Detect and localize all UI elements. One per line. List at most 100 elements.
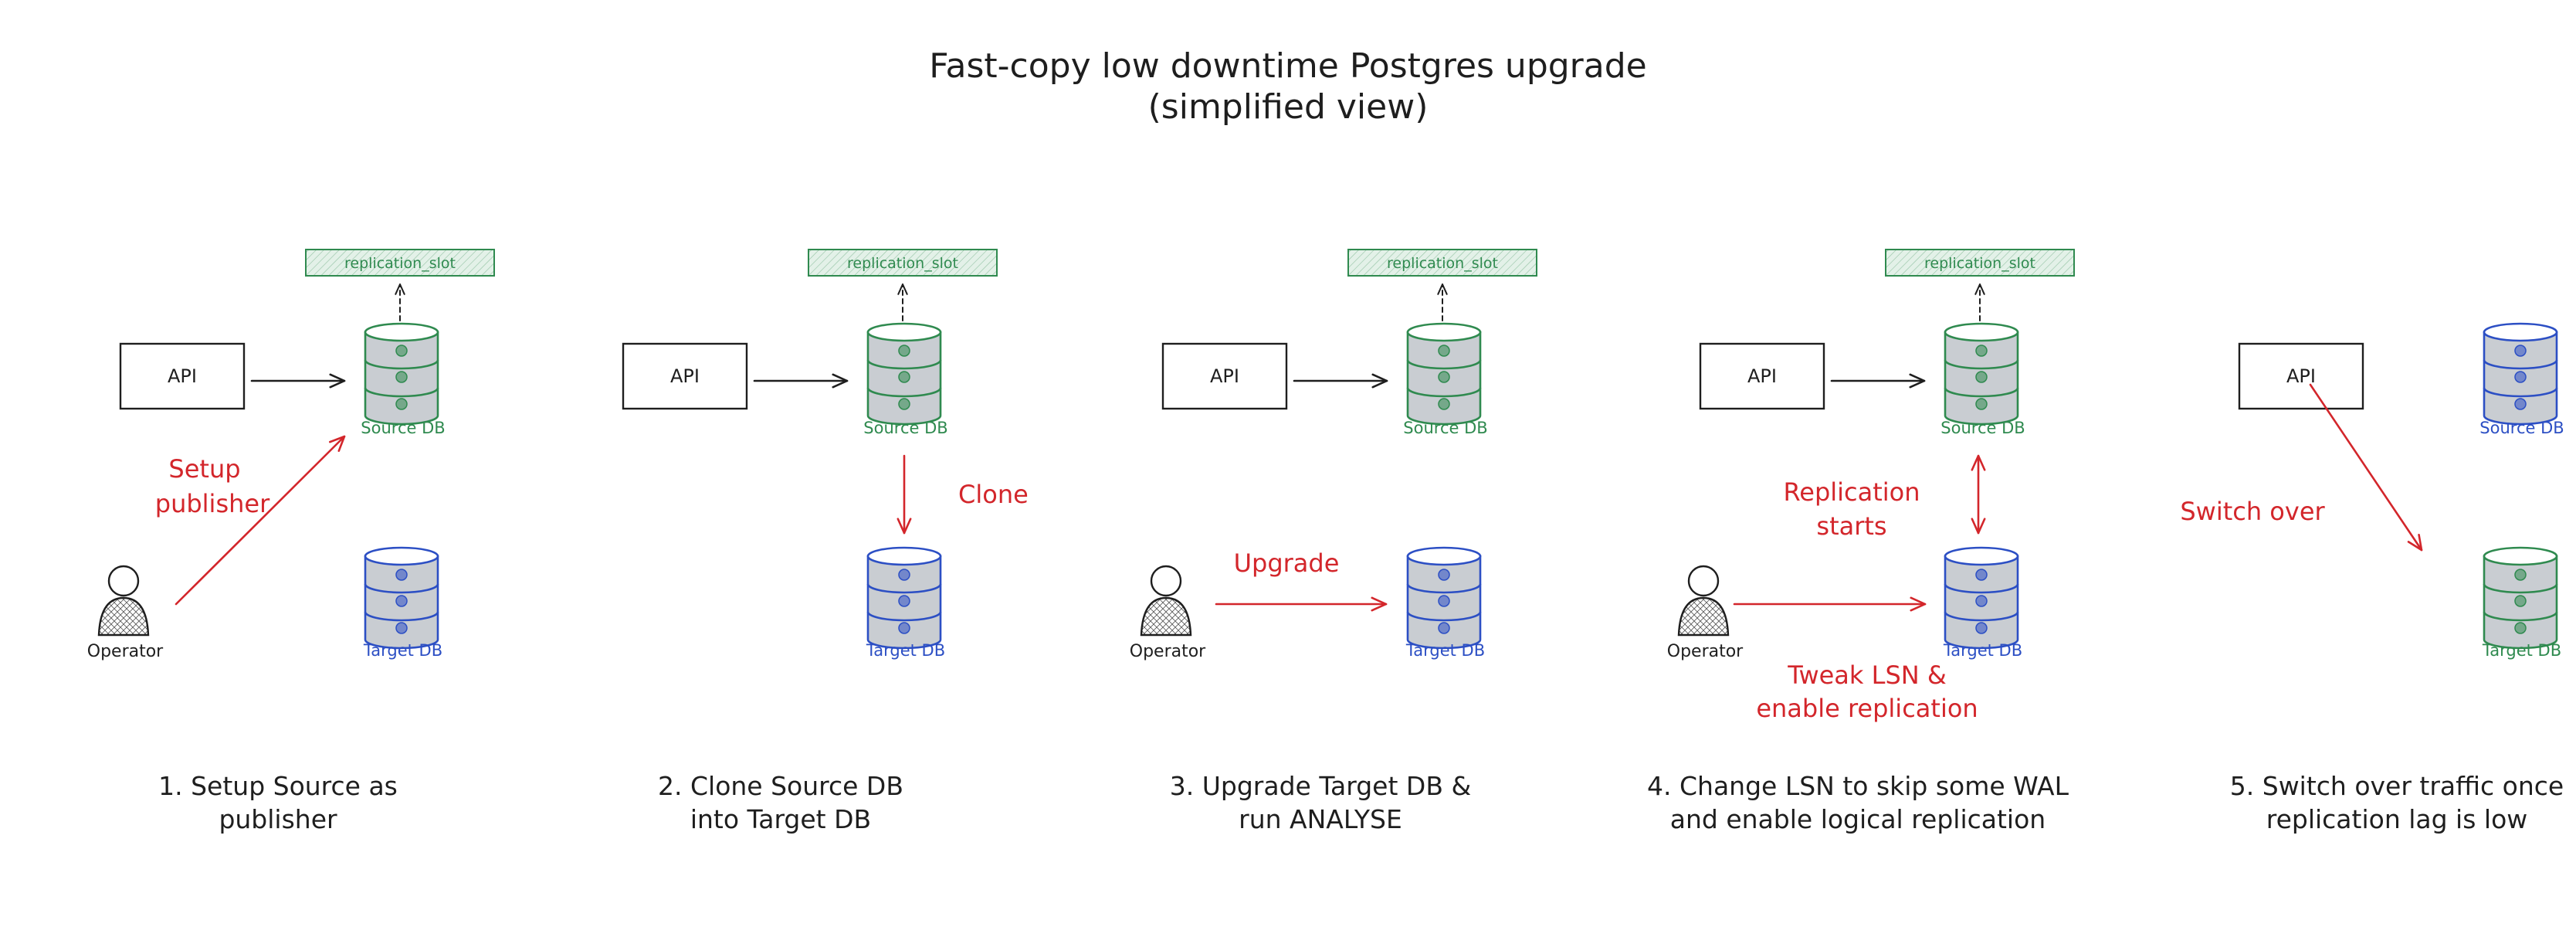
- api-label-5: API: [2286, 365, 2316, 387]
- replication-slot-label-4: replication_slot: [1924, 255, 2035, 272]
- api-label-1: API: [168, 365, 197, 387]
- replication-slot-hatch-3: [1348, 250, 1537, 276]
- api-to-source-arrow-3: [1293, 373, 1388, 389]
- operator-1-head: [107, 565, 140, 597]
- caption-1-line-1: 1. Setup Source as: [158, 771, 398, 801]
- target-db-3: [1406, 546, 1482, 650]
- annotation-4-4: enable replication: [1756, 694, 1978, 723]
- operator-label-4: Operator: [1667, 642, 1744, 661]
- caption-2-line-2: into Target DB: [690, 804, 871, 834]
- setup-publisher-arrow-1: [175, 435, 346, 606]
- clone-arrow-2: [897, 454, 912, 535]
- api-label-2: API: [670, 365, 700, 387]
- source-db-1-top: [364, 322, 439, 342]
- target-db-4-top: [1944, 546, 2019, 566]
- target-db-2: [866, 546, 942, 650]
- operator-1: [97, 565, 150, 637]
- target-db-1-disk-dot-3: [395, 622, 408, 634]
- target-db-4-disk-dot-1: [1975, 569, 1988, 581]
- api-to-source-arrow-1-head: [329, 373, 346, 389]
- switch-over-arrow-5: [2309, 383, 2423, 552]
- source-db-2-top: [866, 322, 942, 342]
- source-db-2-disk-dot-1: [898, 345, 910, 357]
- target-db-1-band-1: [364, 583, 439, 594]
- target-db-1-top: [364, 546, 439, 566]
- target-db-3-band-2: [1406, 611, 1482, 622]
- replication-slot-hatch-2: [808, 250, 997, 276]
- target-db-3-disk-dot-1: [1438, 569, 1450, 581]
- operator-4-head: [1687, 565, 1720, 597]
- operator-3-body: [1140, 596, 1192, 637]
- target-db-label-5: Target DB: [2482, 641, 2561, 660]
- target-db-3-disk-dot-2: [1438, 595, 1450, 607]
- api-label-3: API: [1210, 365, 1239, 387]
- source-db-1-band-2: [364, 387, 439, 398]
- slot-arrow-4: [1974, 284, 1985, 321]
- slot-arrow-3: [1437, 284, 1448, 321]
- source-db-3-top: [1406, 322, 1482, 342]
- annotation-3-1: Upgrade: [1234, 548, 1340, 578]
- target-db-2-disk-dot-3: [898, 622, 910, 634]
- upgrade-arrow-3: [1215, 596, 1388, 612]
- slot-arrow-3-head: [1437, 284, 1448, 295]
- caption-3-line-1: 3. Upgrade Target DB &: [1170, 771, 1471, 801]
- target-db-5-disk-dot-2: [2514, 595, 2527, 607]
- source-db-2-disk-dot-3: [898, 398, 910, 410]
- api-box-4: [1699, 342, 1825, 410]
- slot-arrow-2-head: [897, 284, 908, 295]
- source-db-3-band-1: [1406, 359, 1482, 370]
- target-db-5-band-2: [2483, 611, 2558, 622]
- replication-slot-hatch-1: [306, 250, 494, 276]
- caption-5-line-2: replication lag is low: [2266, 804, 2528, 834]
- target-db-2-band-2: [866, 611, 942, 622]
- switch-over-arrow-5-shaft: [2309, 383, 2423, 552]
- api-to-source-arrow-1: [250, 373, 346, 389]
- operator-4-body: [1677, 596, 1730, 637]
- target-db-1: [364, 546, 439, 650]
- tweak-lsn-arrow-4-head: [1910, 596, 1927, 612]
- source-db-3-disk-dot-2: [1438, 371, 1450, 383]
- source-db-5-top: [2483, 322, 2558, 342]
- caption-4-line-1: 4. Change LSN to skip some WAL: [1647, 771, 2069, 801]
- target-db-2-disk-dot-1: [898, 569, 910, 581]
- api-box-2: [622, 342, 748, 410]
- annotation-1-1: Setup: [168, 454, 240, 484]
- target-db-3-band-1: [1406, 583, 1482, 594]
- slot-arrow-4-head: [1974, 284, 1985, 295]
- replication-arrow-4: [1971, 454, 1986, 535]
- api-box-1: [119, 342, 246, 410]
- target-db-4-band-1: [1944, 583, 2019, 594]
- switch-over-arrow-5-head: [2407, 533, 2423, 552]
- upgrade-arrow-3-head: [1371, 596, 1388, 612]
- source-db-1: [364, 322, 439, 426]
- operator-4: [1677, 565, 1730, 637]
- source-db-label-2: Source DB: [863, 419, 947, 437]
- source-db-label-4: Source DB: [1940, 419, 2025, 437]
- source-db-label-5: Source DB: [2479, 419, 2564, 437]
- source-db-1-disk-dot-2: [395, 371, 408, 383]
- api-to-source-arrow-4: [1830, 373, 1926, 389]
- source-db-4-disk-dot-2: [1975, 371, 1988, 383]
- operator-label-3: Operator: [1130, 642, 1206, 661]
- api-box-5: [2238, 342, 2364, 410]
- source-db-3-band-2: [1406, 387, 1482, 398]
- target-db-4: [1944, 546, 2019, 650]
- slot-arrow-1: [395, 284, 405, 321]
- api-to-source-arrow-3-head: [1371, 373, 1388, 389]
- target-db-4-disk-dot-2: [1975, 595, 1988, 607]
- source-db-2-disk-dot-2: [898, 371, 910, 383]
- clone-arrow-2-head: [897, 518, 912, 535]
- target-db-3-disk-dot-3: [1438, 622, 1450, 634]
- replication-slot-label-3: replication_slot: [1387, 255, 1498, 272]
- source-db-5-band-1: [2483, 359, 2558, 370]
- caption-1-line-2: publisher: [219, 804, 337, 834]
- source-db-3-disk-dot-3: [1438, 398, 1450, 410]
- target-db-1-disk-dot-2: [395, 595, 408, 607]
- annotation-4-3: Tweak LSN &: [1787, 660, 1947, 690]
- source-db-4-disk-dot-1: [1975, 345, 1988, 357]
- target-db-2-band-1: [866, 583, 942, 594]
